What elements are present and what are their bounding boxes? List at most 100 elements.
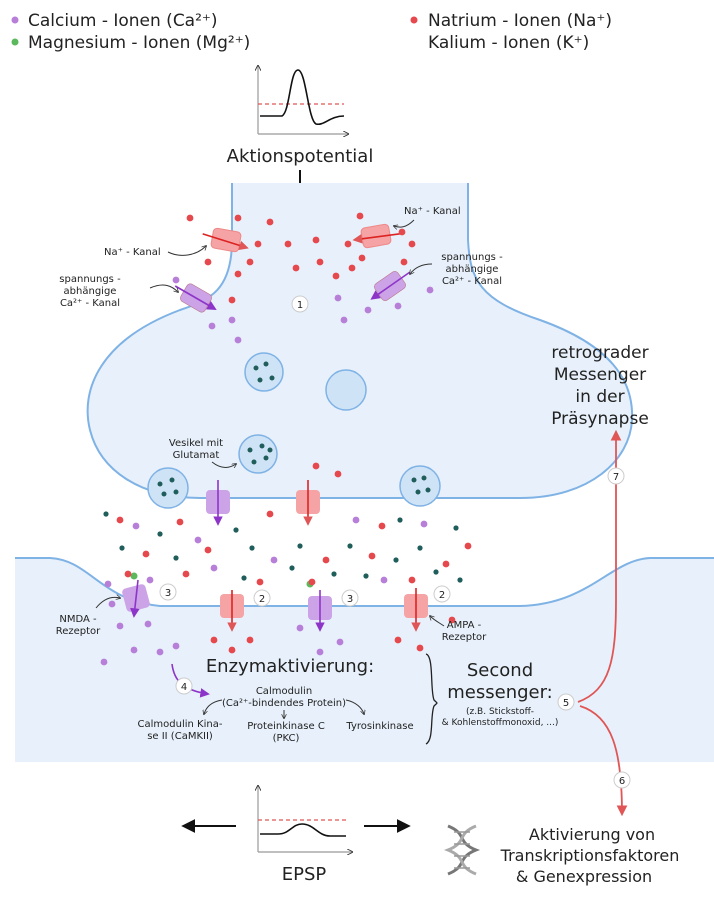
calcium-ion	[156, 648, 164, 656]
vesicle	[238, 434, 278, 474]
ca-kanal-right-label-1: spannungs -	[441, 252, 503, 263]
calcium-ion	[270, 556, 278, 564]
natrium-ion	[142, 550, 150, 558]
svg-text:7: 7	[613, 472, 619, 483]
svg-text:5: 5	[563, 698, 569, 709]
calcium-ion	[380, 576, 388, 584]
glutamate-molecule	[241, 575, 247, 581]
calmodulin-label-2: (Ca²⁺-bindendes Protein)	[222, 698, 346, 709]
natrium-ion	[266, 510, 274, 518]
natrium-ion	[246, 258, 254, 266]
calcium-ion	[146, 576, 154, 584]
retro-label-2: Messenger	[554, 365, 646, 385]
na-channel-left	[202, 227, 249, 253]
camk-label-2: se II (CaMKII)	[147, 731, 213, 742]
step-badge-2b: 2	[433, 585, 451, 603]
natrium-ion	[416, 644, 424, 652]
calcium-ion	[100, 658, 108, 666]
natrium-ion	[204, 258, 212, 266]
ampa-label-2: Rezeptor	[442, 632, 487, 643]
calcium-legend-dot	[11, 16, 19, 24]
vesikel-label-2: Glutamat	[173, 450, 220, 461]
step-badge-2a: 2	[253, 589, 271, 607]
calcium-ion	[426, 286, 434, 294]
calmodulin-to-camk	[204, 699, 223, 714]
natrium-ion	[394, 636, 402, 644]
epsp-label: EPSP	[282, 864, 327, 885]
natrium-ion	[334, 470, 342, 478]
nmda-receptor-left	[122, 572, 150, 618]
natrium-ion	[254, 240, 262, 248]
step-badge-5: 5	[557, 693, 575, 711]
natrium-ion	[234, 214, 242, 222]
svg-text:2: 2	[259, 594, 265, 605]
calcium-ion	[228, 316, 236, 324]
natrium-ion	[368, 552, 376, 560]
glutamate-molecule	[457, 577, 463, 583]
glutamate-molecule	[397, 517, 403, 523]
svg-text:2: 2	[439, 590, 445, 601]
ca-channel-release	[206, 480, 230, 526]
natrium-ion	[408, 576, 416, 584]
postsynaptic-cell	[15, 558, 714, 762]
calcium-ion	[144, 620, 152, 628]
calcium-ion	[336, 638, 344, 646]
natrium-ion	[256, 578, 264, 586]
glutamate-molecule	[173, 555, 179, 561]
aktivierung-label-3: & Genexpression	[516, 867, 652, 886]
ampa-receptor-right	[404, 588, 428, 632]
natrium-ion	[378, 522, 386, 530]
glutamate-molecule	[103, 511, 109, 517]
aktionspotential-label: Aktionspotential	[227, 146, 374, 167]
natrium-ion	[348, 264, 356, 272]
calmodulin-label-1: Calmodulin	[256, 686, 312, 697]
nmda-label-2: Rezeptor	[56, 626, 101, 637]
calcium-ion	[210, 564, 218, 572]
calcium-ion	[116, 622, 124, 630]
natrium-ion	[308, 578, 316, 586]
natrium-ion	[442, 560, 450, 568]
calcium-ion	[340, 316, 348, 324]
step-badge-3a: 3	[159, 583, 177, 601]
natrium-ion	[204, 546, 212, 554]
calcium-ion	[208, 322, 216, 330]
natrium-legend-label: Natrium - Ionen (Na⁺)	[428, 11, 612, 31]
svg-text:1: 1	[297, 300, 303, 311]
calcium-ion	[316, 648, 324, 656]
ca-kanal-left-label-3: Ca²⁺ - Kanal	[60, 298, 120, 309]
natrium-legend-dot	[410, 16, 418, 24]
dna-icon	[443, 824, 481, 876]
step-badge-1: 1	[291, 295, 309, 313]
natrium-ion	[186, 214, 194, 222]
calcium-ion	[364, 306, 372, 314]
natrium-ion	[116, 516, 124, 524]
retro-label-3: in der	[575, 387, 624, 407]
step-badge-3b: 3	[341, 589, 359, 607]
vesikel-pointer	[211, 461, 236, 468]
ca-kanal-left-pointer	[149, 284, 178, 292]
natrium-ion	[312, 462, 320, 470]
postsynaptic-membrane	[15, 557, 714, 607]
natrium-ion	[234, 270, 242, 278]
natrium-ion	[400, 258, 408, 266]
glutamate-molecule	[393, 557, 399, 563]
glutamate-molecule	[347, 543, 353, 549]
calcium-ion	[394, 302, 402, 310]
epsp-curve	[260, 823, 346, 837]
nmda-label-1: NMDA -	[59, 614, 97, 625]
vesicle-empty	[325, 369, 367, 411]
calcium-ion	[234, 336, 242, 344]
glutamate-molecule	[297, 543, 303, 549]
epsp-graph	[258, 786, 352, 852]
second-messenger-title-1: Second	[467, 660, 533, 681]
aktivierung-label-1: Aktivierung von	[529, 825, 655, 844]
natrium-ion	[356, 212, 364, 220]
calcium-ion	[108, 600, 116, 608]
arrow-to-retrograde	[577, 429, 622, 703]
calcium-ion	[172, 642, 180, 650]
retro-label-4: Präsynapse	[551, 409, 649, 429]
natrium-ion	[228, 296, 236, 304]
natrium-ion	[316, 258, 324, 266]
ca-kanal-right-pointer	[410, 263, 433, 274]
